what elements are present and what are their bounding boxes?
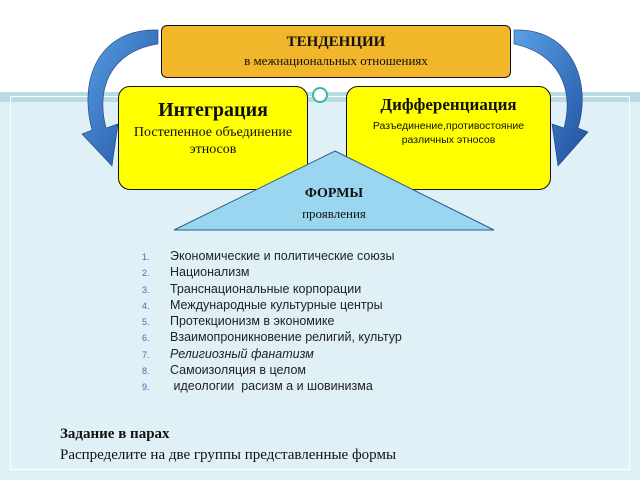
list-item: 5.Протекционизм в экономике	[142, 314, 335, 329]
forms-triangle-shape	[173, 150, 495, 231]
differentiation-title: Дифференциация	[380, 95, 517, 114]
tendencies-box: ТЕНДЕНЦИИ в межнациональных отношениях	[161, 25, 511, 78]
list-item: 7.Религиозный фанатизм	[142, 346, 314, 361]
tendencies-title: ТЕНДЕНЦИИ	[286, 34, 386, 50]
forms-title: ФОРМЫ	[304, 186, 364, 201]
list-item: 6.Взаимопроникновение религий, культур	[142, 330, 402, 345]
list-item: 9. идеологии расизм а и шовинизма	[142, 379, 373, 394]
list-item: 4.Международные культурные центры	[142, 297, 383, 312]
center-circle-icon	[312, 87, 328, 103]
list-item: 8.Самоизоляция в целом	[142, 363, 307, 378]
forms-subtitle: проявления	[302, 206, 366, 221]
integration-title: Интеграция	[158, 99, 268, 121]
tendencies-subtitle: в межнациональных отношениях	[244, 53, 428, 68]
list-item: 3.Транснациональные корпорации	[142, 281, 362, 296]
left-curved-arrow-icon	[81, 29, 159, 167]
differentiation-description: Разъединение,противостояние различных эт…	[372, 120, 525, 146]
task-description: Распределите на две группы представленны…	[60, 447, 397, 463]
differentiation-box: Дифференциация Разъединение,противостоян…	[346, 86, 551, 190]
integration-description: Постепенное объединение этносов	[133, 125, 293, 157]
task-title: Задание в парах	[60, 426, 170, 442]
integration-box: Интеграция Постепенное объединение этнос…	[118, 86, 308, 190]
right-curved-arrow-icon	[513, 29, 589, 167]
forms-list: 1.Экономические и политические союзы 2.Н…	[142, 249, 562, 396]
list-item: 1.Экономические и политические союзы	[142, 249, 395, 263]
list-item: 2.Национализм	[142, 265, 250, 280]
